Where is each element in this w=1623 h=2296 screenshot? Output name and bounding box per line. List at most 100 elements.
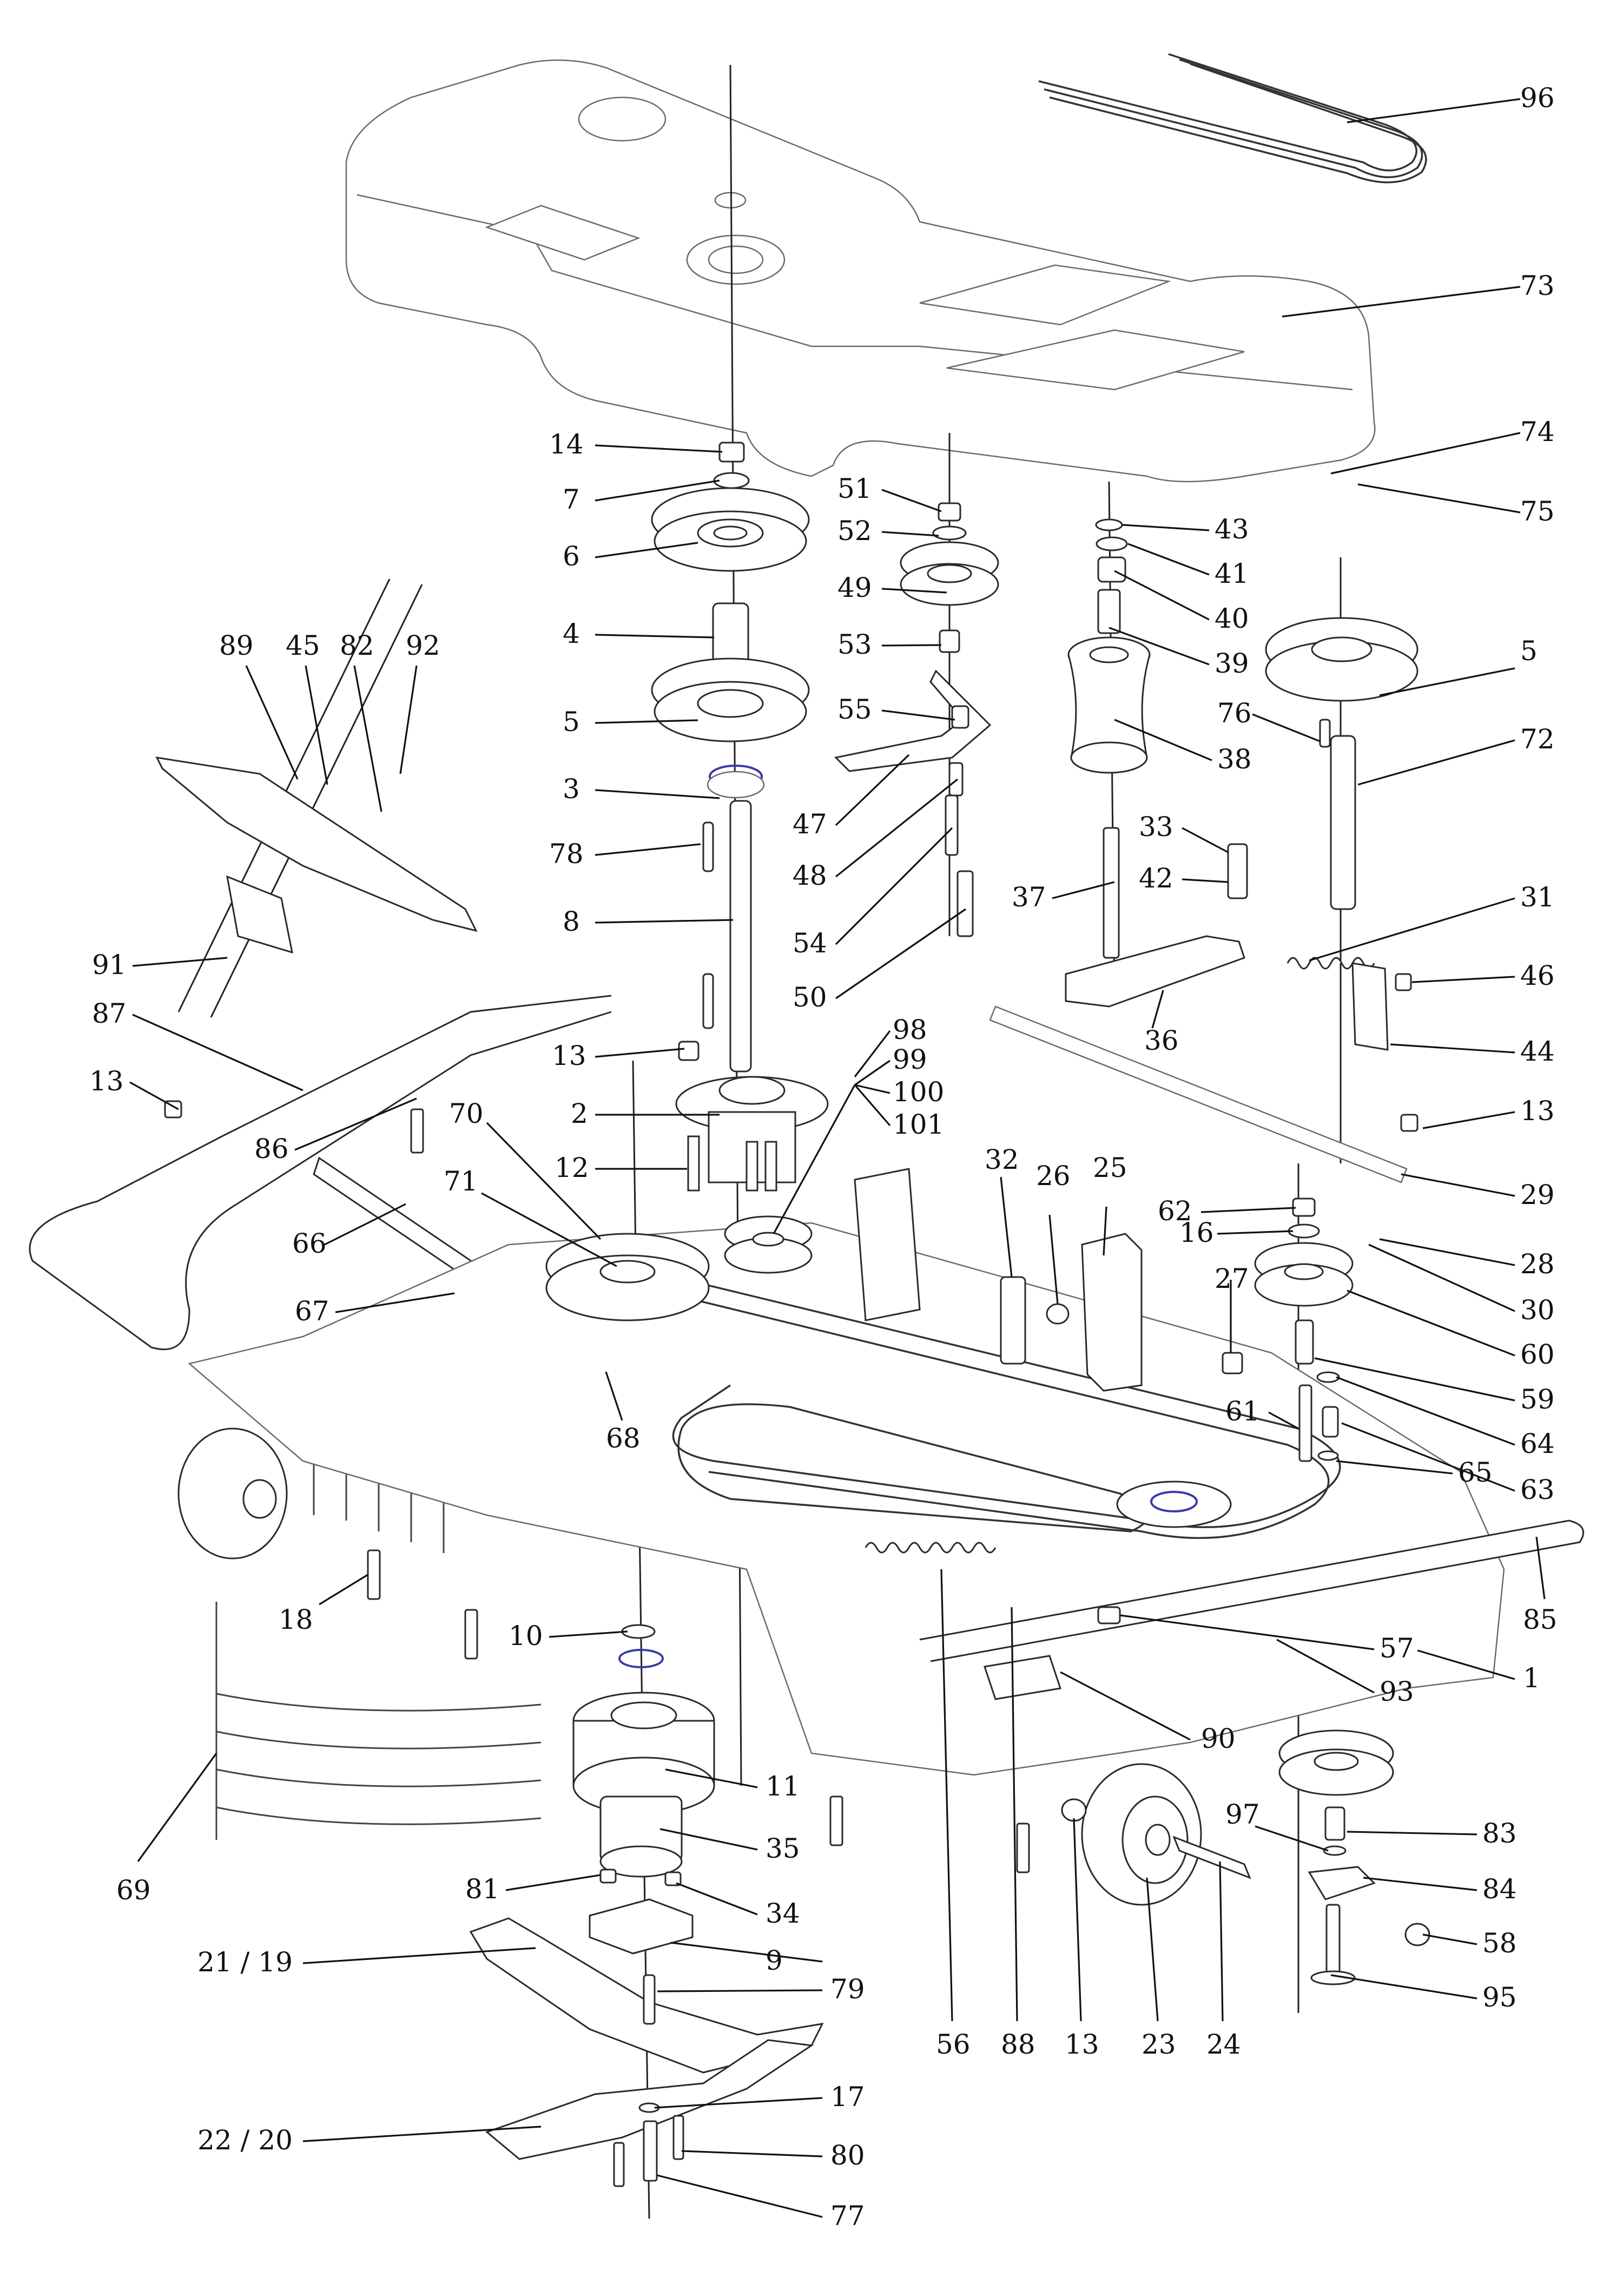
callout-88: 88 (1001, 2029, 1035, 2060)
callout-70: 70 (449, 1098, 484, 1129)
part-25-bracket (1081, 1233, 1143, 1392)
callout-17: 17 (830, 2081, 865, 2113)
part-53-bushing (939, 629, 960, 653)
callout-labels: 96 73 74 75 14 7 6 51 52 43 41 49 40 39 … (89, 82, 1558, 2232)
part-46-nut (1395, 973, 1412, 991)
part-49-idler-pulley (900, 541, 999, 606)
callout-24: 24 (1206, 2029, 1241, 2060)
callout-3: 3 (563, 773, 580, 805)
part-60-idler-pulley (1254, 1242, 1354, 1307)
callout-34: 34 (766, 1898, 800, 1929)
callout-87: 87 (92, 998, 127, 1029)
part-14-nut (718, 442, 745, 463)
callout-27: 27 (1215, 1263, 1249, 1294)
callout-5-right: 5 (1520, 635, 1538, 667)
part-52-washer (932, 525, 967, 541)
callout-23: 23 (1142, 2029, 1176, 2060)
callout-58: 58 (1482, 1927, 1517, 1959)
callout-57: 57 (1380, 1633, 1414, 1664)
callout-18: 18 (279, 1604, 313, 1635)
callout-41: 41 (1215, 558, 1249, 589)
part-6-pulley (651, 487, 810, 572)
part-38-flat-idler (1067, 636, 1151, 774)
part-9-flange (589, 1898, 694, 1955)
callout-96: 96 (1520, 82, 1555, 114)
callout-14: 14 (549, 429, 584, 460)
part-right-deck-pulley (1116, 1481, 1232, 1528)
callout-6: 6 (563, 541, 580, 572)
callout-60: 60 (1520, 1339, 1555, 1370)
part-91-plate (226, 875, 293, 954)
part-21-19-blade (469, 1917, 824, 2074)
part-1-deck (188, 1222, 1505, 1776)
callout-40: 40 (1215, 603, 1249, 634)
callout-63: 63 (1520, 1474, 1555, 1505)
callout-25: 25 (1093, 1152, 1127, 1183)
part-59-bushing (1295, 1319, 1314, 1365)
part-front-wheel (177, 1427, 288, 1560)
part-76-key (1319, 719, 1331, 748)
callout-99: 99 (893, 1044, 927, 1075)
part-55-bushing (951, 705, 969, 729)
callout-55: 55 (837, 694, 872, 725)
callout-90: 90 (1201, 1723, 1236, 1754)
callout-66: 66 (292, 1228, 327, 1259)
part-5-pulley-right (1265, 617, 1419, 702)
part-51-nut (938, 502, 961, 522)
part-87-handle (29, 995, 612, 1351)
part-95-bolt (1325, 1904, 1341, 1976)
callout-42: 42 (1139, 863, 1173, 894)
part-bracket-left (854, 1168, 921, 1321)
callout-5-left: 5 (563, 706, 580, 738)
callout-95: 95 (1482, 1982, 1517, 2013)
part-47-idler-arm (834, 669, 992, 772)
callout-49: 49 (837, 572, 872, 603)
part-97-washer (1323, 1845, 1347, 1856)
part-43-washer (1095, 518, 1123, 531)
part-54-pin (945, 794, 959, 856)
callout-2: 2 (571, 1098, 588, 1129)
part-lower-right-pulley (1278, 1729, 1394, 1796)
callout-93: 93 (1380, 1676, 1414, 1707)
callout-10: 10 (509, 1620, 543, 1652)
part-57-fitting (1097, 1606, 1121, 1624)
callout-67: 67 (295, 1295, 329, 1327)
callout-83: 83 (1482, 1818, 1517, 1849)
callout-62: 62 (1158, 1195, 1192, 1227)
callout-92: 92 (406, 630, 440, 661)
part-32-pin (1000, 1276, 1026, 1365)
callout-13-right: 13 (1520, 1095, 1555, 1127)
part-drawings (29, 53, 1585, 2219)
part-78-key (702, 821, 714, 872)
callout-98: 98 (893, 1014, 927, 1045)
callout-13-spindle: 13 (552, 1040, 586, 1071)
callout-47: 47 (793, 808, 827, 840)
part-98-101-idler (724, 1215, 813, 1274)
part-bearing-lower (618, 1649, 664, 1668)
part-18-bolt (367, 1549, 381, 1600)
callout-71: 71 (444, 1166, 478, 1197)
callout-13-upper-left: 13 (89, 1065, 124, 1097)
part-56-spring (865, 1542, 997, 1554)
callout-86: 86 (254, 1133, 289, 1165)
part-85-handle (919, 1519, 1585, 1662)
callout-73: 73 (1520, 270, 1555, 301)
part-26-nut (1046, 1303, 1070, 1325)
part-81-nut (599, 1869, 617, 1884)
part-35-spindle-body (599, 1795, 683, 1878)
part-79-pin (643, 1974, 656, 2025)
callout-4: 4 (563, 618, 580, 649)
part-63-fitting (1322, 1406, 1339, 1438)
part-64-washer (1316, 1371, 1340, 1383)
callout-91: 91 (92, 949, 127, 981)
callout-51: 51 (837, 473, 872, 504)
callout-68: 68 (606, 1423, 641, 1454)
callout-46: 46 (1520, 960, 1555, 991)
callout-76: 76 (1217, 698, 1252, 729)
callout-79: 79 (830, 1973, 865, 2005)
callout-31: 31 (1520, 881, 1555, 913)
callout-69: 69 (116, 1874, 151, 1906)
callout-78: 78 (549, 838, 584, 870)
callout-33: 33 (1139, 811, 1173, 843)
